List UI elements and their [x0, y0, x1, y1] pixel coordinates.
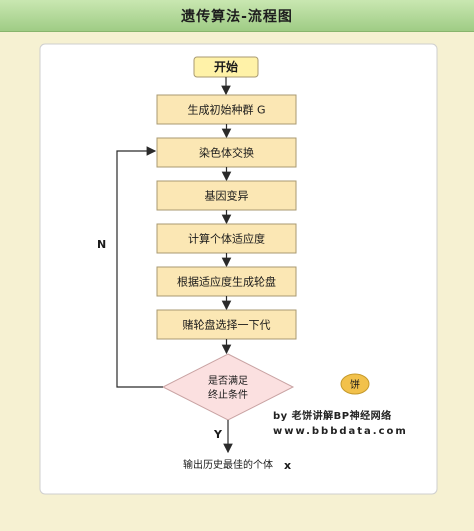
- output-close-mark: x: [284, 459, 291, 472]
- title-bar: 遗传算法-流程图: [0, 0, 474, 32]
- no-label: N: [97, 238, 106, 251]
- yes-label: Y: [213, 428, 223, 441]
- output-label: 输出历史最佳的个体: [183, 458, 273, 471]
- process-step-label: 基因变异: [205, 189, 249, 203]
- process-steps: 生成初始种群 G 染色体交换基因变异计算个体适应度根据适应度生成轮盘赌轮盘选择一下…: [156, 94, 297, 355]
- process-step-box: [156, 94, 297, 125]
- badge-label: 饼: [350, 378, 360, 391]
- credit-line: by 老饼讲解BP神经网络: [273, 409, 392, 422]
- page-title: 遗传算法-流程图: [181, 8, 293, 25]
- process-step-label: 计算个体适应度: [188, 232, 265, 246]
- process-step-box: [156, 266, 297, 297]
- process-step-box: [156, 309, 297, 340]
- process-step-box: [156, 137, 297, 168]
- decision-line-1: 是否满足: [208, 375, 248, 387]
- process-step-box: [156, 223, 297, 254]
- credit-url: www.bbbdata.com: [273, 426, 408, 437]
- process-step-label: 赌轮盘选择一下代: [183, 318, 271, 332]
- loop-back-connector: [116, 146, 163, 388]
- process-step-label: 染色体交换: [199, 146, 254, 160]
- badge-icon: [340, 373, 370, 395]
- start-label: 开始: [214, 59, 238, 74]
- process-step-label: 生成初始种群 G: [187, 103, 265, 117]
- process-step-label: 根据适应度生成轮盘: [177, 275, 276, 289]
- decision-line-2: 终止条件: [208, 388, 248, 401]
